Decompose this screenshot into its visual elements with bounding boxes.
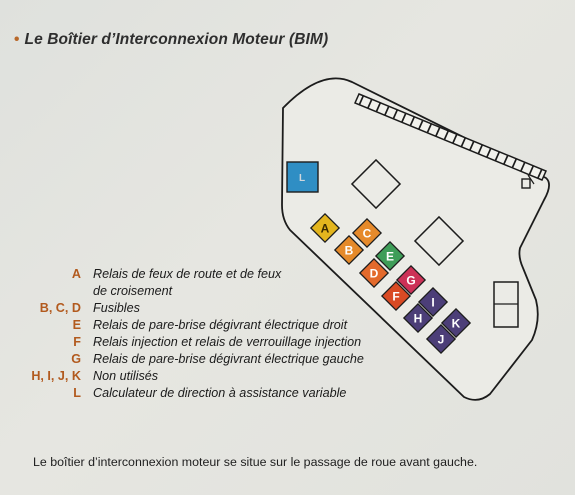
- relay-a: A: [309, 212, 341, 244]
- relay-letter-k: K: [452, 317, 461, 331]
- empty-slot-upper: [350, 158, 402, 210]
- legend-description: Calculateur de direction à assistance va…: [93, 386, 347, 400]
- relay-h: H: [402, 302, 434, 334]
- legend-description: Non utilisés: [93, 369, 159, 383]
- legend-code: L: [73, 386, 81, 400]
- relay-j: J: [425, 323, 457, 355]
- relay-c: C: [351, 217, 383, 249]
- bullet-icon: •: [14, 31, 20, 48]
- relay-letter-a: A: [321, 222, 330, 236]
- relay-letter-f: F: [392, 290, 399, 304]
- empty-slot-middle: [413, 215, 465, 267]
- legend-code: F: [73, 335, 81, 349]
- relay-letter-c: C: [363, 227, 372, 241]
- relay-letter-j: J: [438, 333, 445, 347]
- legend-description: Relais injection et relais de verrouilla…: [93, 335, 362, 349]
- legend-code: A: [71, 267, 81, 281]
- svg-text:L: L: [299, 173, 305, 184]
- relay-b: B: [333, 234, 365, 266]
- legend-description: Relais de pare-brise dégivrant électriqu…: [93, 318, 348, 332]
- side-connector: [493, 281, 519, 328]
- relay-k: K: [440, 307, 472, 339]
- connector-rail: [354, 93, 547, 189]
- title-text: Le Boîtier d’Interconnexion Moteur (BIM): [24, 31, 329, 48]
- legend-code: G: [71, 352, 81, 366]
- legend-description: de croisement: [93, 284, 173, 298]
- relay-d: D: [358, 257, 390, 289]
- housing-outline: [281, 77, 550, 401]
- legend-code: E: [72, 318, 81, 332]
- legend-description: Fusibles: [93, 301, 140, 315]
- relay-letter-i: I: [431, 296, 434, 310]
- relay-letter-d: D: [370, 267, 379, 281]
- legend-description: Relais de pare-brise dégivrant électriqu…: [93, 352, 364, 366]
- relay-letter-b: B: [345, 244, 354, 258]
- relay-i: I: [417, 286, 449, 318]
- relay-letter-h: H: [414, 312, 423, 326]
- relay-e: E: [374, 240, 406, 272]
- relay-f: F: [380, 280, 412, 312]
- legend-code: H, I, J, K: [31, 369, 81, 383]
- legend-code: B, C, D: [39, 301, 81, 315]
- caption: Le boîtier d’interconnexion moteur se si…: [33, 455, 478, 469]
- relay-g: G: [395, 264, 427, 296]
- legend-description: Relais de feux de route et de feux: [93, 267, 282, 281]
- relay-letter-e: E: [386, 250, 394, 264]
- module-l: L: [286, 161, 319, 193]
- page-title: •Le Boîtier d’Interconnexion Moteur (BIM…: [14, 31, 328, 49]
- relay-group: A BC DE FG HI JK: [309, 212, 472, 355]
- relay-letter-g: G: [406, 274, 415, 288]
